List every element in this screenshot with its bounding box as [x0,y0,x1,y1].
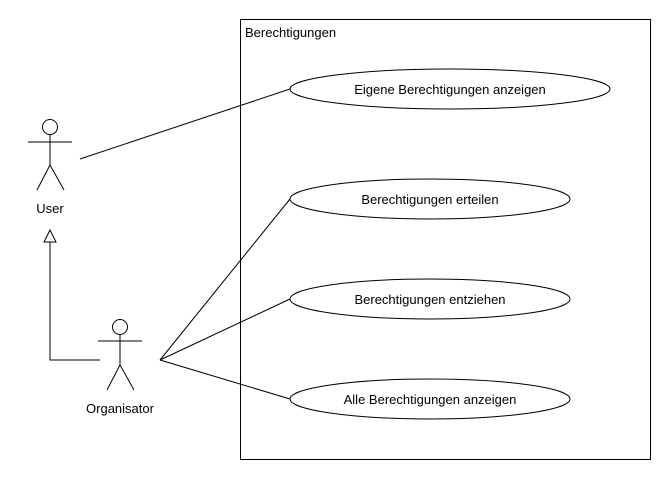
use-case-alle-anzeigen-label: Alle Berechtigungen anzeigen [344,392,517,407]
actor-organisator-left-leg [106,364,121,391]
generalization-line [49,242,100,361]
association-organisator-erteilen [159,198,291,361]
associations [79,88,291,400]
association-organisator-alle-anzeigen [159,359,291,400]
actor-user-left-leg [36,164,51,191]
generalization-arrowhead [43,228,57,243]
association-user-eigene-anzeigen [79,88,291,160]
actor-user-right-leg [49,164,65,191]
actor-organisator-head [112,319,128,335]
use-case-eigene-anzeigen-ellipse [289,68,611,110]
use-case-erteilen: Berechtigungen erteilen [289,178,571,220]
actor-user [28,119,72,191]
use-case-alle-anzeigen-ellipse [289,378,571,420]
actor-user-head [42,119,58,135]
use-case-alle-anzeigen: Alle Berechtigungen anzeigen [289,378,571,420]
actor-organisator-right-leg [119,364,135,391]
use-case-erteilen-ellipse [289,178,571,220]
actor-user-label: User [36,201,64,216]
use-case-entziehen-ellipse [289,278,571,320]
actor-organisator-label: Organisator [86,401,155,416]
actor-organisator [98,319,142,391]
use-case-eigene-anzeigen: Eigene Berechtigungen anzeigen [289,68,611,110]
use-case-entziehen: Berechtigungen entziehen [289,278,571,320]
system-boundary-title: Berechtigungen [245,25,336,40]
generalization-organisator-user [43,228,100,361]
use-case-entziehen-label: Berechtigungen entziehen [354,292,505,307]
use-case-erteilen-label: Berechtigungen erteilen [361,192,498,207]
association-organisator-entziehen [159,298,291,361]
use-case-eigene-anzeigen-label: Eigene Berechtigungen anzeigen [354,82,546,97]
